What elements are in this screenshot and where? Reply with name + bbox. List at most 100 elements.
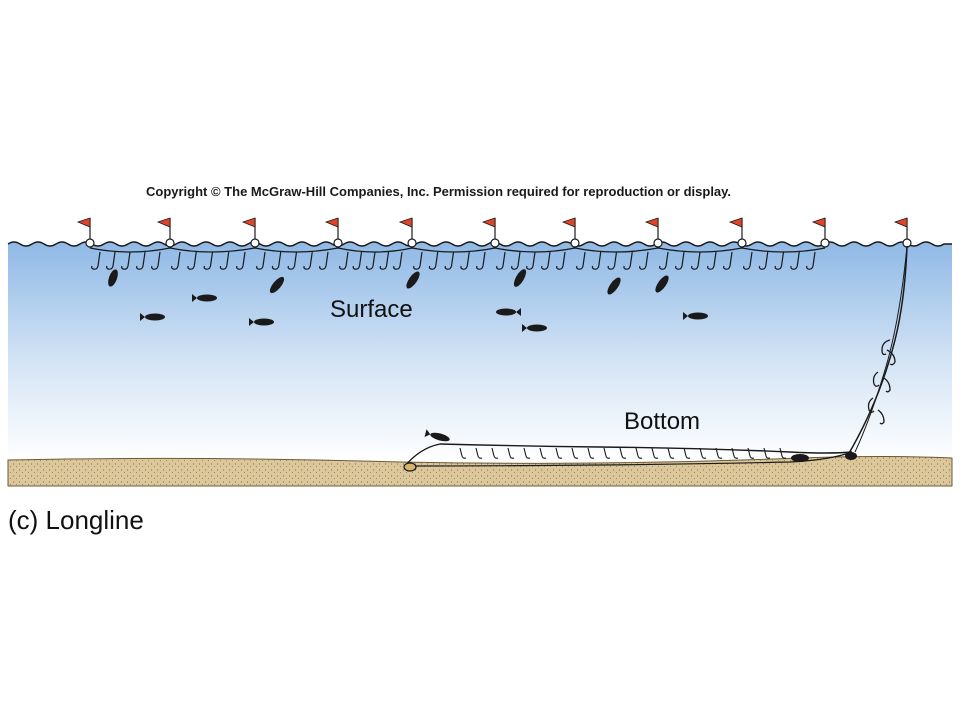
swimming-fish (140, 313, 165, 321)
bottom-longline (404, 443, 853, 467)
hooked-fish (513, 269, 527, 287)
hook (393, 251, 403, 270)
hook (339, 251, 349, 270)
figure-caption: (c) Longline (8, 505, 144, 535)
bottom-hook (459, 447, 467, 459)
bottom-label: Bottom (624, 408, 701, 435)
hook (256, 251, 266, 270)
bottom-hook (603, 447, 611, 459)
hook (303, 251, 313, 270)
hook (187, 251, 197, 270)
hook (607, 251, 618, 270)
hook (511, 251, 521, 270)
bottom-hook (731, 447, 739, 459)
bottom-hook (619, 447, 627, 459)
hook (413, 251, 423, 270)
buoy-flag (324, 217, 343, 248)
buoy-flag (156, 217, 175, 248)
hooked-fish (607, 277, 621, 295)
buoy-flags (76, 217, 912, 248)
hook (121, 251, 131, 270)
hook (476, 251, 486, 270)
bottom-hook (475, 447, 483, 459)
bottom-hook (523, 447, 531, 459)
buoy-flag (728, 217, 747, 248)
bottom-hook (651, 447, 659, 459)
hook (707, 251, 717, 270)
hook (428, 251, 439, 270)
bottom-hooks (459, 447, 787, 459)
hook (236, 251, 246, 270)
hook (675, 251, 685, 270)
buoy-flag (811, 217, 830, 248)
hook (806, 251, 816, 270)
bottom-hook (699, 447, 707, 459)
hook (106, 251, 116, 270)
hook (136, 251, 146, 270)
bottom-hook (635, 447, 643, 459)
bottom-hooked-fish (424, 429, 450, 442)
bottom-fish (424, 429, 809, 462)
hook (366, 251, 376, 270)
hook (287, 251, 298, 270)
hook (319, 251, 329, 270)
bottom-hook (779, 447, 787, 459)
bottom-hook (507, 447, 515, 459)
hook (591, 251, 602, 270)
buoy-flag (241, 217, 260, 248)
hook (271, 251, 282, 270)
bottom-hook (539, 447, 547, 459)
hook (723, 251, 733, 270)
bottom-anchor (403, 462, 417, 472)
swimming-fish (249, 318, 274, 326)
swimming-fish (192, 294, 217, 302)
bottom-longline-lower (404, 451, 853, 467)
bottom-hook (667, 447, 675, 459)
buoy-flag (481, 217, 500, 248)
hook (691, 251, 701, 270)
hook (758, 251, 769, 270)
hook (541, 251, 551, 270)
bottom-hook (587, 447, 595, 459)
surface-longline (89, 247, 826, 253)
hook (352, 251, 363, 270)
hook (774, 251, 785, 270)
swimming-fish (496, 308, 521, 316)
anchor-line-branch (854, 245, 908, 453)
hook (460, 251, 470, 270)
hook (379, 251, 390, 270)
hook (219, 251, 230, 270)
hook (444, 251, 455, 270)
buoy-flag (644, 217, 663, 248)
bottom-hook (491, 447, 499, 459)
anchor-line-hooks (867, 339, 896, 425)
water (8, 242, 952, 462)
hooked-fish (269, 276, 285, 294)
hooked-fish (655, 275, 669, 293)
hooked-fish (406, 271, 420, 289)
hook (203, 251, 214, 270)
buoy-flag (398, 217, 417, 248)
hook (790, 251, 800, 270)
bottom-hooked-fish (791, 454, 809, 462)
swimming-fish (522, 324, 547, 332)
surface-label: Surface (330, 296, 413, 323)
hook (91, 251, 101, 270)
bottom-hook (683, 447, 691, 459)
bottom-hook (715, 447, 723, 459)
hook (659, 251, 669, 270)
bottom-hook (555, 447, 563, 459)
hook (623, 251, 633, 270)
swimming-fish (683, 312, 708, 320)
buoy-flag (561, 217, 580, 248)
hook (639, 251, 649, 270)
buoy-flag (76, 217, 95, 248)
swimming-fish-group (140, 294, 708, 332)
copyright-notice: Copyright © The McGraw-Hill Companies, I… (146, 184, 732, 199)
hooked-fish-group (108, 269, 669, 295)
hook (743, 251, 753, 270)
anchor-line (847, 245, 908, 456)
hook (496, 251, 506, 270)
bottom-hook (763, 447, 771, 459)
